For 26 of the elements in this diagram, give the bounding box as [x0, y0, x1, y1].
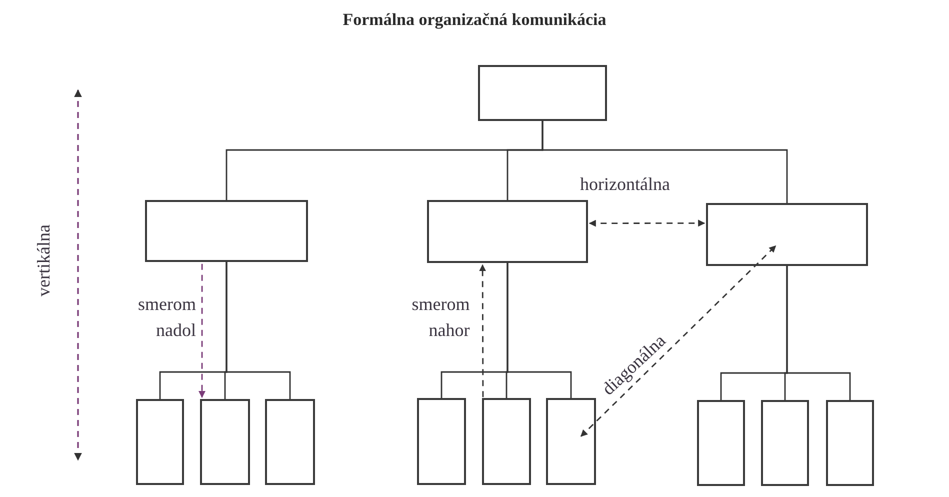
- arrow: [588, 220, 706, 227]
- connector-line: [506, 263, 572, 398]
- connector-line: [542, 121, 788, 203]
- org-unit-box: [478, 65, 607, 121]
- arrow: [479, 264, 486, 398]
- org-unit-box: [482, 398, 531, 485]
- org-unit-box: [136, 399, 184, 485]
- org-unit-box: [826, 400, 874, 486]
- org-unit-box: [761, 400, 809, 486]
- connector-line: [786, 266, 851, 400]
- arrow: [580, 245, 776, 437]
- org-unit-box: [265, 399, 315, 485]
- edge-label: horizontálna: [580, 173, 671, 196]
- arrow: [198, 264, 206, 398]
- edge-label: smerom nadol: [137, 292, 196, 342]
- org-unit-box: [145, 200, 308, 262]
- org-unit-box: [427, 200, 588, 263]
- org-unit-box: [417, 398, 466, 485]
- edge-label: smerom nahor: [410, 293, 470, 342]
- org-unit-box: [200, 399, 250, 485]
- org-unit-box: [697, 400, 745, 486]
- diagram-title: Formálna organizačná komunikácia: [342, 10, 608, 30]
- org-unit-box: [546, 398, 596, 485]
- org-unit-box: [706, 203, 868, 266]
- connector-line: [226, 262, 291, 399]
- axis-label: vertikálna: [33, 224, 54, 296]
